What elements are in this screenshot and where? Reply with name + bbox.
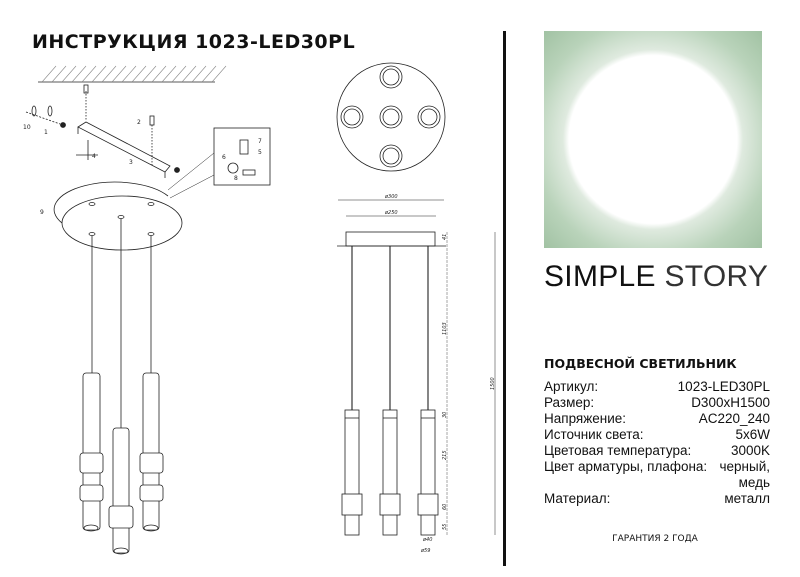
spec-row: Источник света: 5x6W (544, 427, 770, 443)
step-label: 1 (44, 129, 48, 136)
step-labels: 10 1 4 2 3 7 5 6 8 9 (23, 119, 262, 216)
step-label: 9 (40, 209, 44, 216)
hatch-line (61, 65, 77, 83)
spec-row: медь (544, 475, 770, 491)
hatch-line (121, 65, 137, 83)
dim-label: 60 (442, 504, 448, 510)
hatch-line (51, 65, 67, 83)
step-label: 10 (23, 124, 31, 131)
socket-ring (340, 105, 364, 129)
pendant-iso (79, 219, 164, 555)
spec-value: металл (724, 491, 770, 506)
spec-value: 5x6W (735, 427, 770, 442)
socket-ring (379, 144, 403, 168)
spec-row: Цветовая температура: 3000K (544, 443, 770, 459)
spec-row: Напряжение: AC220_240 (544, 411, 770, 427)
hatch-line (101, 65, 117, 83)
hatch-line (41, 65, 57, 83)
spec-row: Артикул: 1023-LED30PL (544, 379, 770, 395)
ceiling-hatch (41, 65, 227, 83)
hatch-line (211, 65, 227, 83)
step-label: 3 (129, 159, 133, 166)
hatch-line (131, 65, 147, 83)
socket-ring-inner (420, 108, 438, 126)
spec-label: Цветовая температура: (544, 443, 692, 458)
hatch-line (181, 65, 197, 83)
step-label: 2 (137, 119, 141, 126)
socket-ring (379, 105, 403, 129)
lamp-tube (344, 409, 360, 536)
hatch-line (171, 65, 187, 83)
hatch-line (191, 65, 207, 83)
vertical-divider (503, 31, 506, 566)
dim-label: ø59 (420, 548, 430, 554)
step-label: 8 (234, 175, 238, 182)
spec-label: Артикул: (544, 379, 599, 394)
hatch-line (151, 65, 167, 83)
top-view (336, 62, 446, 172)
spec-label: Напряжение: (544, 411, 627, 426)
hatch-line (201, 65, 217, 83)
lamp-cuff (417, 493, 439, 516)
assembly-diagram: 10 1 4 2 3 7 5 6 8 9 (23, 65, 271, 555)
socket-ring-inner (382, 68, 400, 86)
lamp-tube (382, 409, 398, 536)
dim-label: 55 (442, 524, 448, 530)
brand-name-bold: SIMPLE (544, 260, 656, 293)
socket-ring (417, 105, 441, 129)
spec-row: Цвет арматуры, плафона: черный, (544, 459, 770, 475)
hatch-line (161, 65, 177, 83)
spec-label: Материал: (544, 491, 611, 506)
spec-row: Размер: D300xH1500 (544, 395, 770, 411)
hatch-line (81, 65, 97, 83)
detail-callout (167, 127, 271, 199)
spec-label: Источник света: (544, 427, 644, 442)
step-label: 4 (92, 153, 96, 160)
product-heading: ПОДВЕСНОЙ СВЕТИЛЬНИК (544, 356, 737, 371)
lamp-cuff (379, 493, 401, 516)
spec-value: 3000K (730, 443, 770, 458)
step-label: 6 (222, 154, 226, 161)
socket-ring-inner (382, 108, 400, 126)
dim-label: 1500 (490, 377, 496, 390)
brand-logo-graphic (544, 31, 762, 248)
dim-label: 30 (442, 412, 448, 418)
dim-label: 1103 (442, 322, 448, 335)
socket-ring (379, 65, 403, 89)
socket-ring-inner (343, 108, 361, 126)
side-view (337, 199, 496, 536)
step-label: 5 (258, 149, 262, 156)
spec-value: 1023-LED30PL (677, 379, 770, 394)
mounting-bracket (25, 84, 180, 178)
canopy-iso (53, 181, 183, 251)
socket-ring-inner (382, 147, 400, 165)
hatch-line (111, 65, 127, 83)
dim-label: ø40 (422, 537, 432, 543)
step-label: 7 (258, 138, 262, 145)
spec-label: Цвет арматуры, плафона: (544, 459, 708, 474)
hatch-line (141, 65, 157, 83)
dim-label: 215 (442, 450, 448, 460)
guarantee-text: ГАРАНТИЯ 2 ГОДА (612, 534, 698, 544)
brand-name: SIMPLE STORY (544, 260, 768, 294)
hatch-line (91, 65, 107, 83)
dim-label: 41 (442, 234, 448, 240)
spec-value: D300xH1500 (691, 395, 770, 410)
spec-value: AC220_240 (698, 411, 770, 426)
lamp-tube (420, 409, 436, 536)
spec-value: медь (738, 475, 770, 490)
page-title: ИНСТРУКЦИЯ 1023-LED30PL (32, 31, 356, 53)
dimension-labels: ø300 ø250 41 1103 30 215 60 55 1500 ø40 … (384, 194, 496, 554)
dim-label: ø300 (384, 194, 398, 200)
spec-row: Материал: металл (544, 491, 770, 507)
brand-name-light: STORY (664, 260, 769, 293)
spec-value: черный, (719, 459, 771, 474)
dim-label: ø250 (384, 210, 398, 216)
spec-label: Размер: (544, 395, 595, 410)
lamp-cuff (341, 493, 363, 516)
hatch-line (71, 65, 87, 83)
